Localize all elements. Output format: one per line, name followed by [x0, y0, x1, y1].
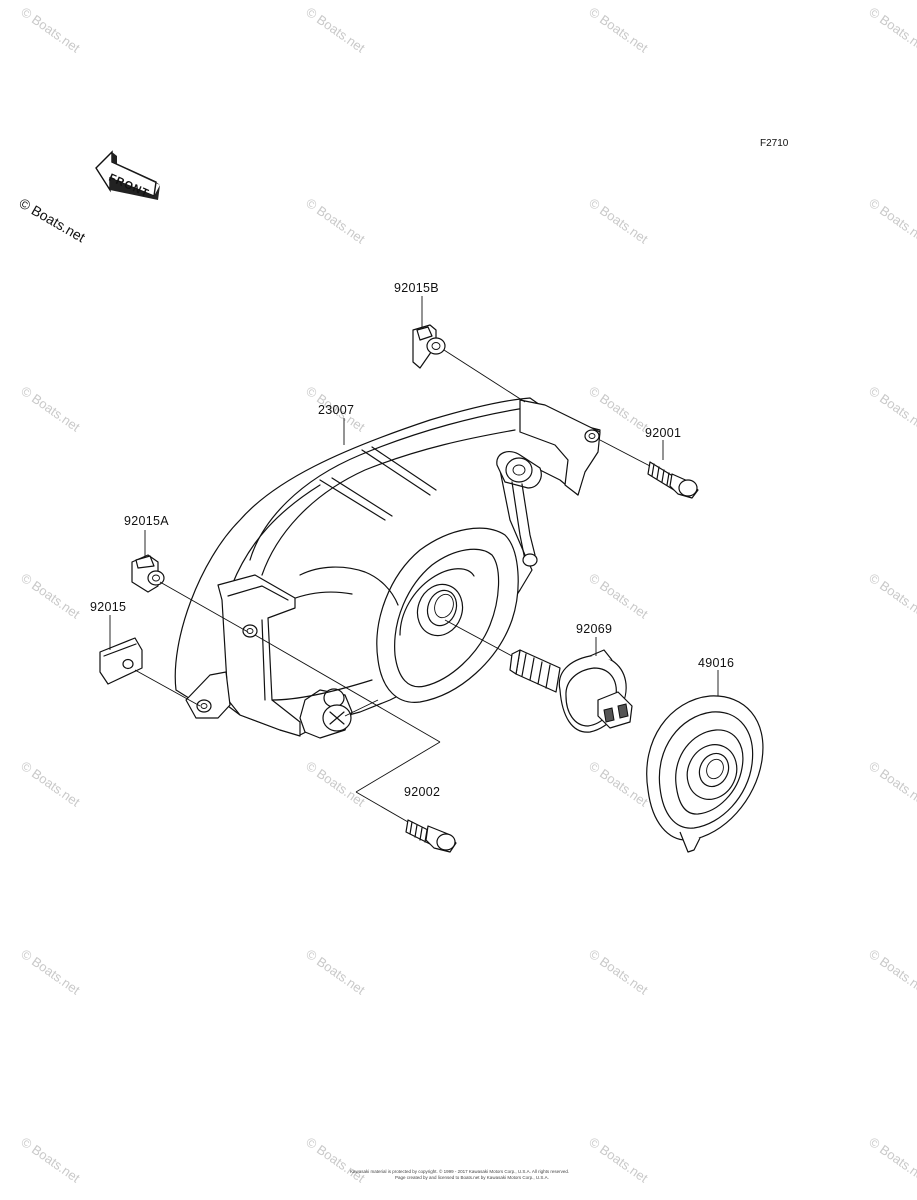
clip-nut-92015 — [99, 637, 143, 685]
bolt-92002 — [405, 819, 457, 853]
watermark-text: © Boats.net — [18, 570, 83, 622]
front-arrow-icon: FRONT — [95, 150, 160, 200]
reflector-cover-49016 — [646, 695, 764, 853]
clip-nut-92015A — [131, 554, 165, 593]
footer-line-2: Page created by and licensed to Boats.ne… — [395, 1175, 549, 1180]
watermark-text: © Boats.net — [866, 946, 917, 998]
callout-92015B: 92015B — [394, 281, 439, 295]
watermark-text: © Boats.net — [303, 195, 368, 247]
watermark-text: © Boats.net — [586, 1134, 651, 1186]
footer-line-1: Kawasaki material is protected by copyri… — [350, 1168, 569, 1174]
watermark-text: © Boats.net — [586, 946, 651, 998]
watermark-text: © Boats.net — [18, 758, 83, 810]
watermark-text: © Boats.net — [866, 383, 917, 435]
callout-92015: 92015 — [90, 600, 126, 614]
headlight-housing-23007 — [174, 397, 601, 739]
watermark-text: © Boats.net — [303, 1134, 368, 1186]
callout-49016: 49016 — [698, 656, 734, 670]
watermark-text: © Boats.net — [866, 570, 917, 622]
watermark-text: © Boats.net — [586, 758, 651, 810]
clip-nut-92015B — [412, 324, 446, 369]
watermark-text: © Boats.net — [18, 1134, 83, 1186]
bolt-92001 — [647, 461, 699, 499]
callout-92001: 92001 — [645, 426, 681, 440]
copyright-text: © Boats.net — [17, 195, 89, 246]
bulb-92069 — [509, 649, 633, 733]
watermark-text: © Boats.net — [303, 758, 368, 810]
watermark-text: © Boats.net — [586, 195, 651, 247]
callout-92069: 92069 — [576, 622, 612, 636]
watermark-text: © Boats.net — [586, 4, 651, 56]
watermark-text: © Boats.net — [866, 4, 917, 56]
watermark-text: © Boats.net — [586, 383, 651, 435]
watermark-text: © Boats.net — [866, 1134, 917, 1186]
watermark-text: © Boats.net — [18, 946, 83, 998]
watermark-text: © Boats.net — [866, 195, 917, 247]
callout-92015A: 92015A — [124, 514, 169, 528]
callout-92002: 92002 — [404, 785, 440, 799]
figure-code: F2710 — [760, 138, 789, 149]
callout-23007: 23007 — [318, 403, 354, 417]
watermark-text: © Boats.net — [18, 4, 83, 56]
watermark-text: © Boats.net — [18, 383, 83, 435]
watermark-text: © Boats.net — [303, 4, 368, 56]
watermark-text: © Boats.net — [866, 758, 917, 810]
leader-lines — [109, 296, 719, 823]
watermark-text: © Boats.net — [586, 570, 651, 622]
watermark-text: © Boats.net — [303, 946, 368, 998]
